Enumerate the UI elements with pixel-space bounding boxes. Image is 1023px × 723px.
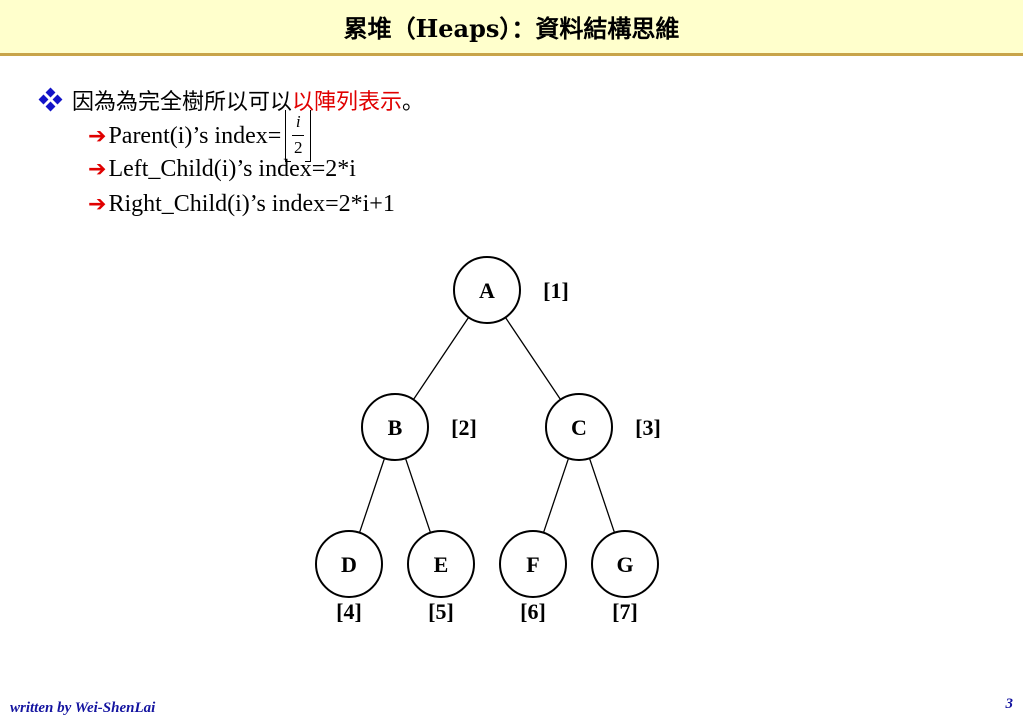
tree-node-a (453, 256, 521, 324)
tree-node-d (315, 530, 383, 598)
tree-node-label: F (526, 552, 539, 577)
tree-edge (412, 317, 470, 400)
tree-edge (542, 458, 570, 533)
tree-node-index: [2] (451, 415, 477, 440)
tree-node-index: [7] (612, 599, 638, 624)
parent-index-line: ➔ Parent(i)’s index= i 2 (88, 110, 313, 162)
bullet-end: 。 (402, 90, 425, 115)
left-child-line: ➔ Left_Child(i)’s index=2*i (88, 156, 356, 183)
left-child-text: Left_Child(i)’s index=2*i (108, 156, 356, 182)
right-child-line: ➔ Right_Child(i)’s index=2*i+1 (88, 191, 395, 218)
tree-node-label: C (571, 415, 587, 440)
floor-denominator: 2 (294, 138, 303, 157)
tree-node-index: [1] (543, 278, 569, 303)
tree-edge (588, 458, 616, 533)
slide-title-bar: 累堆（Heaps）：資料結構思維 (0, 0, 1023, 56)
right-arrow-icon: ➔ (88, 157, 107, 182)
tree-node-label: G (616, 552, 633, 577)
bullet-text: 因為為完全樹所以可以 (72, 90, 293, 115)
tree-node-e (407, 530, 475, 598)
tree-edge (404, 458, 432, 533)
tree-node-index: [6] (520, 599, 546, 624)
tree-edge (504, 317, 562, 400)
tree-node-f (499, 530, 567, 598)
tree-node-index: [4] (336, 599, 362, 624)
parent-index-text: Parent(i)’s index= (108, 122, 282, 149)
tree-node-g (591, 530, 659, 598)
tree-node-index: [3] (635, 415, 661, 440)
tree-node-b (361, 393, 429, 461)
tree-node-index: [5] (428, 599, 454, 624)
tree-node-c (545, 393, 613, 461)
floor-fraction: i 2 (283, 110, 313, 162)
tree-node-label: E (434, 552, 449, 577)
tree-node-label: A (479, 278, 495, 303)
floor-numerator: i (295, 112, 301, 131)
page-number: 3 (1005, 696, 1014, 712)
tree-edge (358, 458, 386, 533)
right-arrow-icon: ➔ (88, 123, 107, 149)
right-child-text: Right_Child(i)’s index=2*i+1 (108, 191, 395, 217)
tree-node-label: D (341, 552, 357, 577)
tree-node-label: B (388, 415, 403, 440)
footer-author: written by Wei-ShenLai (10, 700, 156, 716)
right-arrow-icon: ➔ (88, 192, 107, 217)
slide-title: 累堆（Heaps）：資料結構思維 (343, 14, 680, 43)
